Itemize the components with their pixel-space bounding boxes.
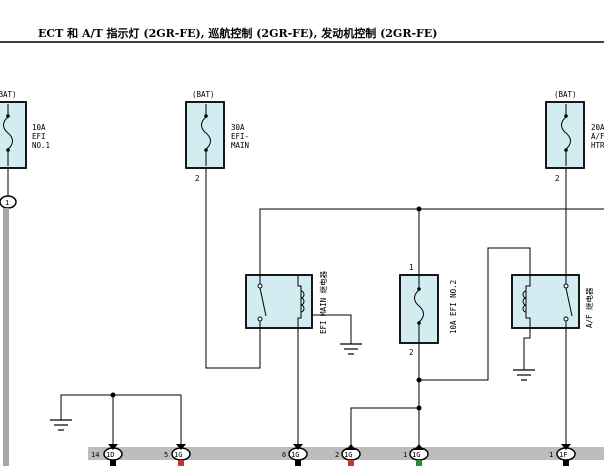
fuse-symbol-icon (414, 275, 424, 343)
arrow-down-icon (176, 444, 186, 450)
connector-1g-b-pin: 6 (282, 451, 286, 459)
relay-coil-icon (522, 290, 527, 313)
fuse-af-htr-rating: 20A (591, 123, 604, 132)
connector-1f-pin: 1 (549, 451, 553, 459)
efi-no2-pin-top: 1 (409, 263, 414, 272)
wire-main-bus (259, 208, 604, 275)
ground-icon (340, 343, 362, 355)
fuse-efi-no2-label: 10A EFI NO.2 (449, 280, 458, 334)
relay-coil-frame (297, 275, 302, 328)
relay-af (511, 274, 580, 447)
fuse-efi-main-name-1: EFI- (231, 132, 249, 141)
arrow-down-icon (108, 444, 118, 450)
relay-contact-icon (563, 283, 569, 289)
arrow-down-icon (293, 444, 303, 450)
wire-red-stub (178, 460, 184, 466)
wire-green-stub (416, 460, 422, 466)
connector-1d-label: 1D (106, 451, 114, 459)
fuse-efi-no1-rating: 10A (32, 123, 46, 132)
connector-1g-d-label: 1G (412, 451, 420, 459)
fuse-efi-no1-box (0, 101, 27, 169)
fuse-efi-no2: 1 2 (399, 263, 439, 357)
fuse-efi-no1: (BAT) 10A EFI NO.1 (0, 90, 50, 169)
connector-1f-label: 1F (559, 451, 567, 459)
wire-black-stub (110, 460, 116, 466)
wire-ground-bus (60, 394, 182, 447)
wire-efi-no2-to-1g (350, 407, 419, 447)
fuse-terminal-icon (204, 148, 208, 152)
relay-contact-icon (563, 316, 569, 322)
fuse-efi-no1-name-2: NO.1 (32, 141, 50, 150)
arrow-up-icon (414, 444, 424, 450)
ground-icon (50, 419, 72, 431)
arrow-down-icon (561, 444, 571, 450)
fuse-efi-main: (BAT) 30A EFI- MAIN 2 (185, 90, 249, 183)
relay-efi-main (245, 274, 313, 329)
fuse-efi-main-name-2: MAIN (231, 141, 249, 150)
fuse-terminal-icon (204, 114, 208, 118)
connector-1g-a-pin: 5 (164, 451, 168, 459)
fuse-efi-main-pin: 2 (195, 174, 200, 183)
connector-1g-b: 6 1G (282, 444, 308, 466)
fuse-efi-main-rating: 30A (231, 123, 245, 132)
wire-af-ground (523, 328, 531, 370)
fuse-terminal-icon (6, 148, 10, 152)
wire-black-stub (295, 460, 301, 466)
fuse-symbol-icon (3, 104, 13, 166)
fuse-af-htr-bat: (BAT) (554, 90, 577, 99)
relay-switch-icon (259, 287, 267, 317)
connector-c1-label: 1 (5, 199, 9, 207)
connector-1g-c: 2 1G (335, 444, 361, 466)
fuse-af-htr: (BAT) 20A A/F HTR 2 (545, 90, 604, 183)
fuse-efi-no1-bat: (BAT) (0, 90, 17, 99)
wire-efi-no2-to-af-relay (419, 247, 531, 381)
fuse-terminal-icon (417, 321, 421, 325)
page-title: ECT 和 A/T 指示灯 (2GR-FE), 巡航控制 (2GR-FE), 发… (38, 26, 437, 40)
connector-1g-d: 1 1G (403, 444, 429, 466)
relay-af-label: A/F 继电器 (584, 287, 594, 328)
relay-efi-main-label: EFI MAIN 继电器 (318, 270, 328, 334)
connector-1g-c-pin: 2 (335, 451, 339, 459)
wire-efi-main-to-relay (205, 168, 261, 369)
connector-1g-c-label: 1G (344, 451, 352, 459)
connector-1g-a: 5 1G (164, 444, 191, 466)
connector-1d: 14 1D (91, 444, 123, 466)
fuse-terminal-icon (564, 114, 568, 118)
fuse-terminal-icon (564, 148, 568, 152)
fuse-terminal-icon (417, 287, 421, 291)
relay-coil-frame (525, 275, 531, 328)
fuse-af-htr-name-2: HTR (591, 141, 604, 150)
fuse-af-htr-pin: 2 (555, 174, 560, 183)
fuse-efi-no1-name-1: EFI (32, 132, 46, 141)
relay-switch-icon (565, 287, 573, 317)
relay-coil-icon (300, 290, 305, 313)
connector-1d-pin: 14 (91, 451, 99, 459)
relay-efi-main-box (245, 274, 313, 329)
connector-1f: 1 1F (549, 444, 576, 466)
wire-efi-main-ground (312, 314, 352, 344)
arrow-up-icon (346, 444, 356, 450)
fuse-efi-main-box (185, 101, 225, 169)
ground-icon (513, 369, 535, 381)
fuse-af-htr-name-1: A/F (591, 132, 604, 141)
fuse-af-htr-box (545, 101, 585, 169)
connector-1g-a-label: 1G (174, 451, 182, 459)
fuse-symbol-icon (201, 104, 211, 166)
efi-no2-pin-bottom: 2 (409, 348, 414, 357)
relay-contact-icon (257, 283, 263, 289)
relay-contact-icon (257, 316, 263, 322)
connector-1g-b-label: 1G (291, 451, 299, 459)
connector-1g-d-pin: 1 (403, 451, 407, 459)
wire-black-stub (563, 460, 569, 466)
fuse-terminal-icon (6, 114, 10, 118)
fuse-efi-main-bat: (BAT) (192, 90, 215, 99)
fuse-symbol-icon (561, 104, 571, 166)
wire-red-stub (348, 460, 354, 466)
